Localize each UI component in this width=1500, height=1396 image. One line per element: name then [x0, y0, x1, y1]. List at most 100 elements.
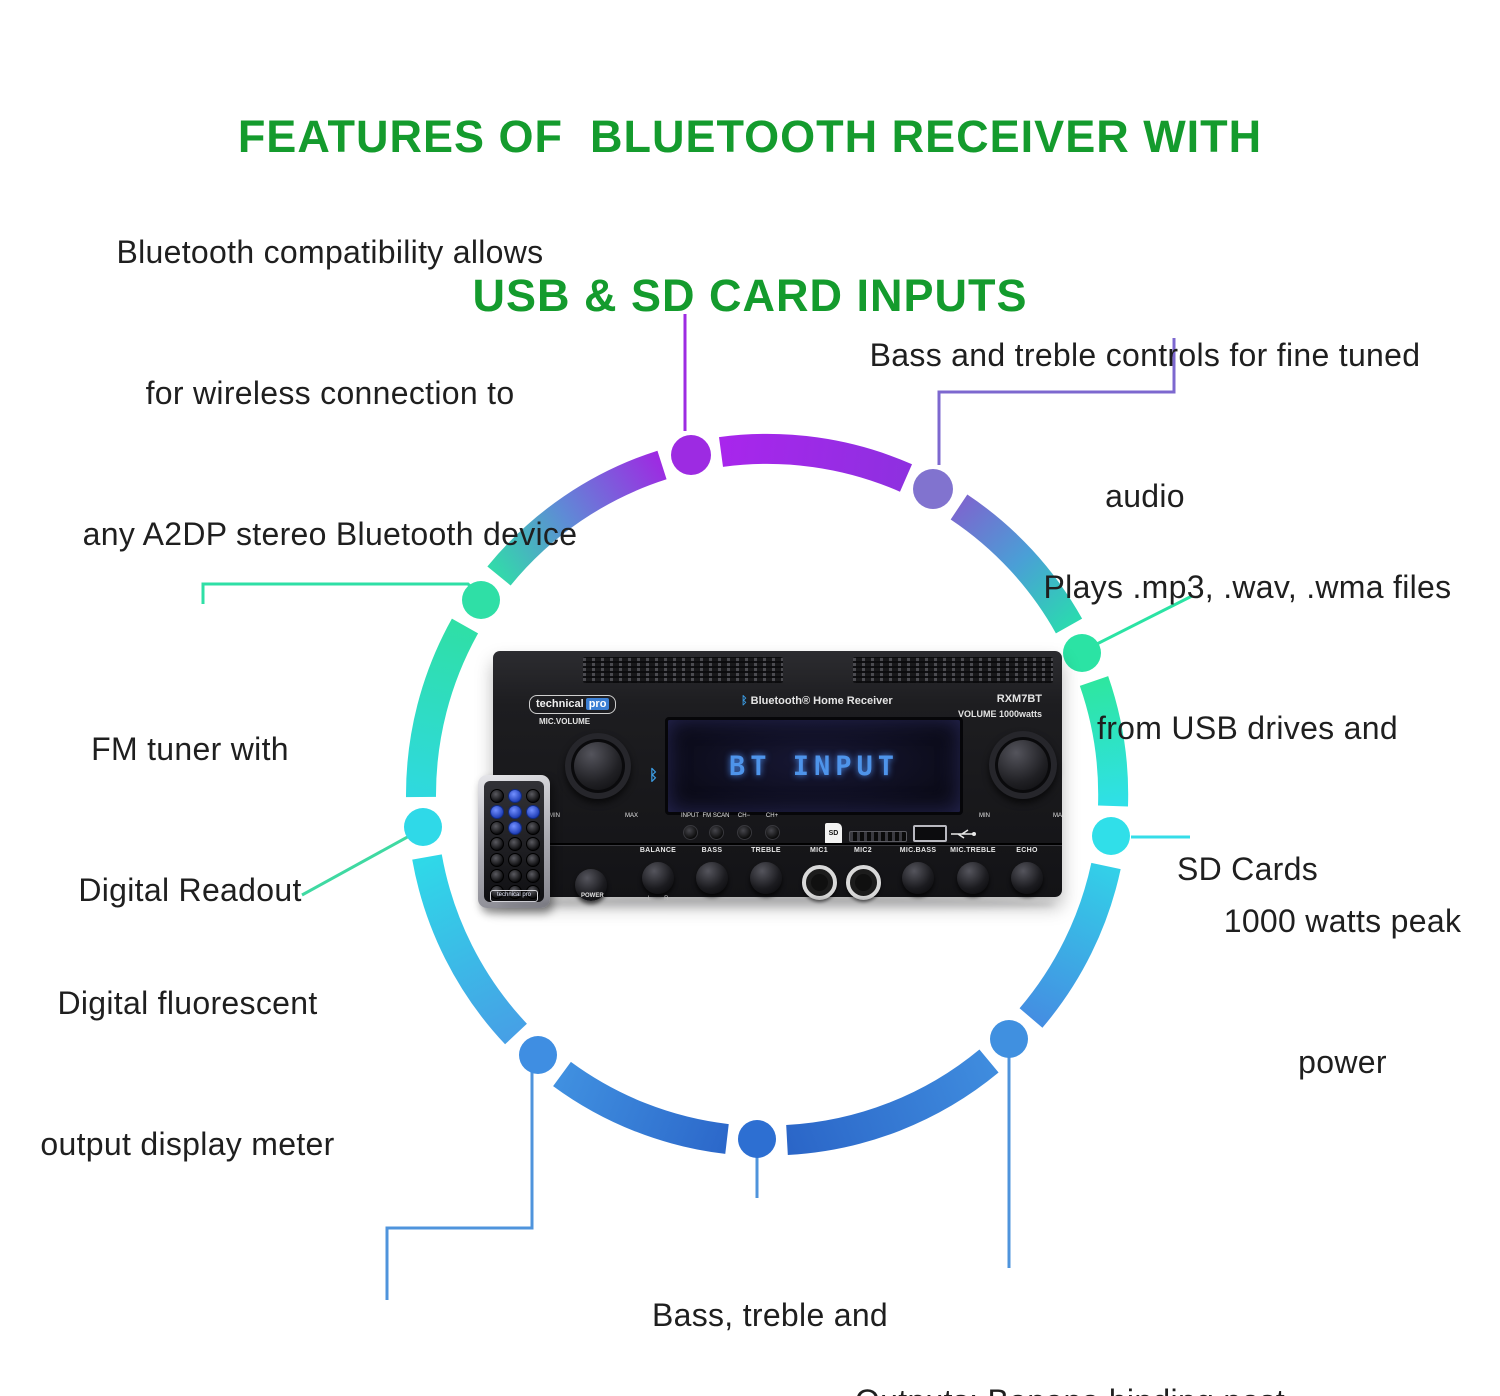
bass-knob-group: BASS — [676, 847, 748, 894]
remote-brand-text: technical pro — [496, 892, 532, 898]
callout-balance-line1: Bass, treble and — [651, 1297, 889, 1333]
arc-left-upper — [405, 618, 479, 798]
arc-bottom-right — [786, 1049, 999, 1155]
ring-arcs — [405, 433, 1129, 1155]
volume-knob — [989, 731, 1057, 799]
dot-balance — [738, 1120, 776, 1158]
volume-knob-min: MIN — [979, 813, 990, 819]
mic-bass-label: MIC.BASS — [899, 847, 937, 854]
callout-watts-line2: power — [1298, 1044, 1387, 1080]
sd-card-slot — [849, 831, 907, 842]
connector-display-meter — [301, 827, 423, 897]
mic-treble-knob — [957, 862, 989, 894]
sd-card-label: SD — [828, 830, 839, 837]
callout-inputs-line1: Inputs: RCA (2 audio sources), — [70, 1392, 680, 1396]
balance-right-mark: R — [664, 896, 668, 902]
remote-button — [490, 837, 504, 851]
callout-plays-files: Plays .mp3, .wav, .wma files from USB dr… — [990, 470, 1500, 987]
callout-outputs: Outputs: Banana binding post (2 speakers… — [770, 1284, 1370, 1396]
bass-knob — [696, 862, 728, 894]
page-title-line2: USB & SD CARD INPUTS — [472, 270, 1028, 321]
balance-marks: L R — [622, 896, 694, 902]
vent-left — [583, 657, 783, 683]
mic1-jack — [801, 865, 837, 900]
ch-up-button — [765, 825, 780, 840]
callout-display-meter: Digital fluorescent output display meter — [0, 886, 375, 1262]
remote-button — [526, 789, 540, 803]
dot-outputs — [990, 1020, 1028, 1058]
callout-bass-treble-line2: audio — [1105, 478, 1185, 514]
mic-treble-knob-group: MIC.TREBLE — [937, 847, 1009, 894]
fmscan-button — [709, 825, 724, 840]
callout-watts: 1000 watts peak power — [1190, 804, 1495, 1180]
fmscan-button-label: FM SCAN — [702, 813, 730, 819]
remote-button — [508, 885, 522, 899]
brand-right: pro — [585, 698, 610, 710]
echo-knob — [1011, 862, 1043, 894]
volume-watts-label: VOLUME 1000watts — [957, 709, 1042, 719]
remote-button — [508, 853, 522, 867]
remote-button — [490, 853, 504, 867]
ring-dots — [404, 435, 1130, 1158]
unit-reflection — [500, 898, 1055, 912]
usb-icon — [951, 829, 976, 839]
ch-down-button-label: CH− — [737, 813, 751, 819]
remote-button — [526, 869, 540, 883]
remote-button — [508, 837, 522, 851]
mic-knob-max: MAX — [625, 813, 639, 819]
callout-display-meter-line1: Digital fluorescent — [57, 985, 318, 1021]
connector-lines — [201, 314, 1193, 1300]
balance-label: BALANCE — [639, 847, 677, 854]
arc-right-lower — [1019, 862, 1121, 1028]
callout-inputs: Inputs: RCA (2 audio sources), Bluetooth… — [70, 1298, 680, 1396]
power-knob — [575, 869, 607, 901]
mic2-jack-group: MIC2 — [827, 847, 899, 900]
page-title-line1: FEATURES OF BLUETOOTH RECEIVER WITH — [237, 111, 1263, 162]
connector-bass-treble — [937, 338, 1176, 465]
connector-plays-files — [1082, 594, 1193, 653]
brand-left: technical — [536, 698, 584, 710]
remote-button — [490, 869, 504, 883]
arc-top-left — [487, 450, 667, 586]
dot-plays-files — [1063, 634, 1101, 672]
arc-bottom-left — [553, 1061, 729, 1154]
remote-button — [508, 789, 522, 803]
remote-brand-logo: technical pro — [490, 890, 538, 902]
callout-plays-files-line2: from USB drives and — [1097, 710, 1398, 746]
bass-label: BASS — [701, 847, 723, 854]
callout-fm-tuner-line1: FM tuner with — [91, 731, 289, 767]
model-label: RXM7BT — [996, 693, 1042, 705]
remote-button — [526, 885, 540, 899]
dot-watts — [1092, 817, 1130, 855]
mic-bass-knob-group: MIC.BASS — [882, 847, 954, 894]
power-label: POWER — [581, 893, 604, 899]
dot-bass-treble — [913, 469, 953, 509]
input-button — [683, 825, 698, 840]
dot-bluetooth — [671, 435, 711, 475]
echo-label: ECHO — [1016, 847, 1038, 854]
callout-fm-tuner-line2: Digital Readout — [78, 872, 302, 908]
callout-fm-tuner: FM tuner with Digital Readout — [30, 632, 350, 1008]
remote-button — [490, 789, 504, 803]
callout-outputs-line1: Outputs: Banana binding post — [770, 1378, 1370, 1396]
callout-bluetooth-line2: for wireless connection to — [145, 375, 515, 411]
mic2-jack — [845, 865, 881, 900]
balance-left-mark: L — [648, 896, 651, 902]
vent-right — [853, 657, 1053, 683]
balance-knob — [642, 862, 674, 894]
input-button-label: INPUT — [681, 813, 699, 819]
usb-port — [913, 825, 947, 842]
mic-volume-knob — [565, 733, 631, 799]
remote-button — [526, 853, 540, 867]
treble-knob — [750, 862, 782, 894]
remote-button — [526, 837, 540, 851]
volume-knob-max: MAX — [1053, 813, 1067, 819]
treble-label: TREBLE — [751, 847, 781, 854]
lcd-display-text: BT INPUT — [728, 750, 900, 782]
dot-inputs — [519, 1036, 557, 1074]
callout-display-meter-line2: output display meter — [40, 1126, 335, 1162]
